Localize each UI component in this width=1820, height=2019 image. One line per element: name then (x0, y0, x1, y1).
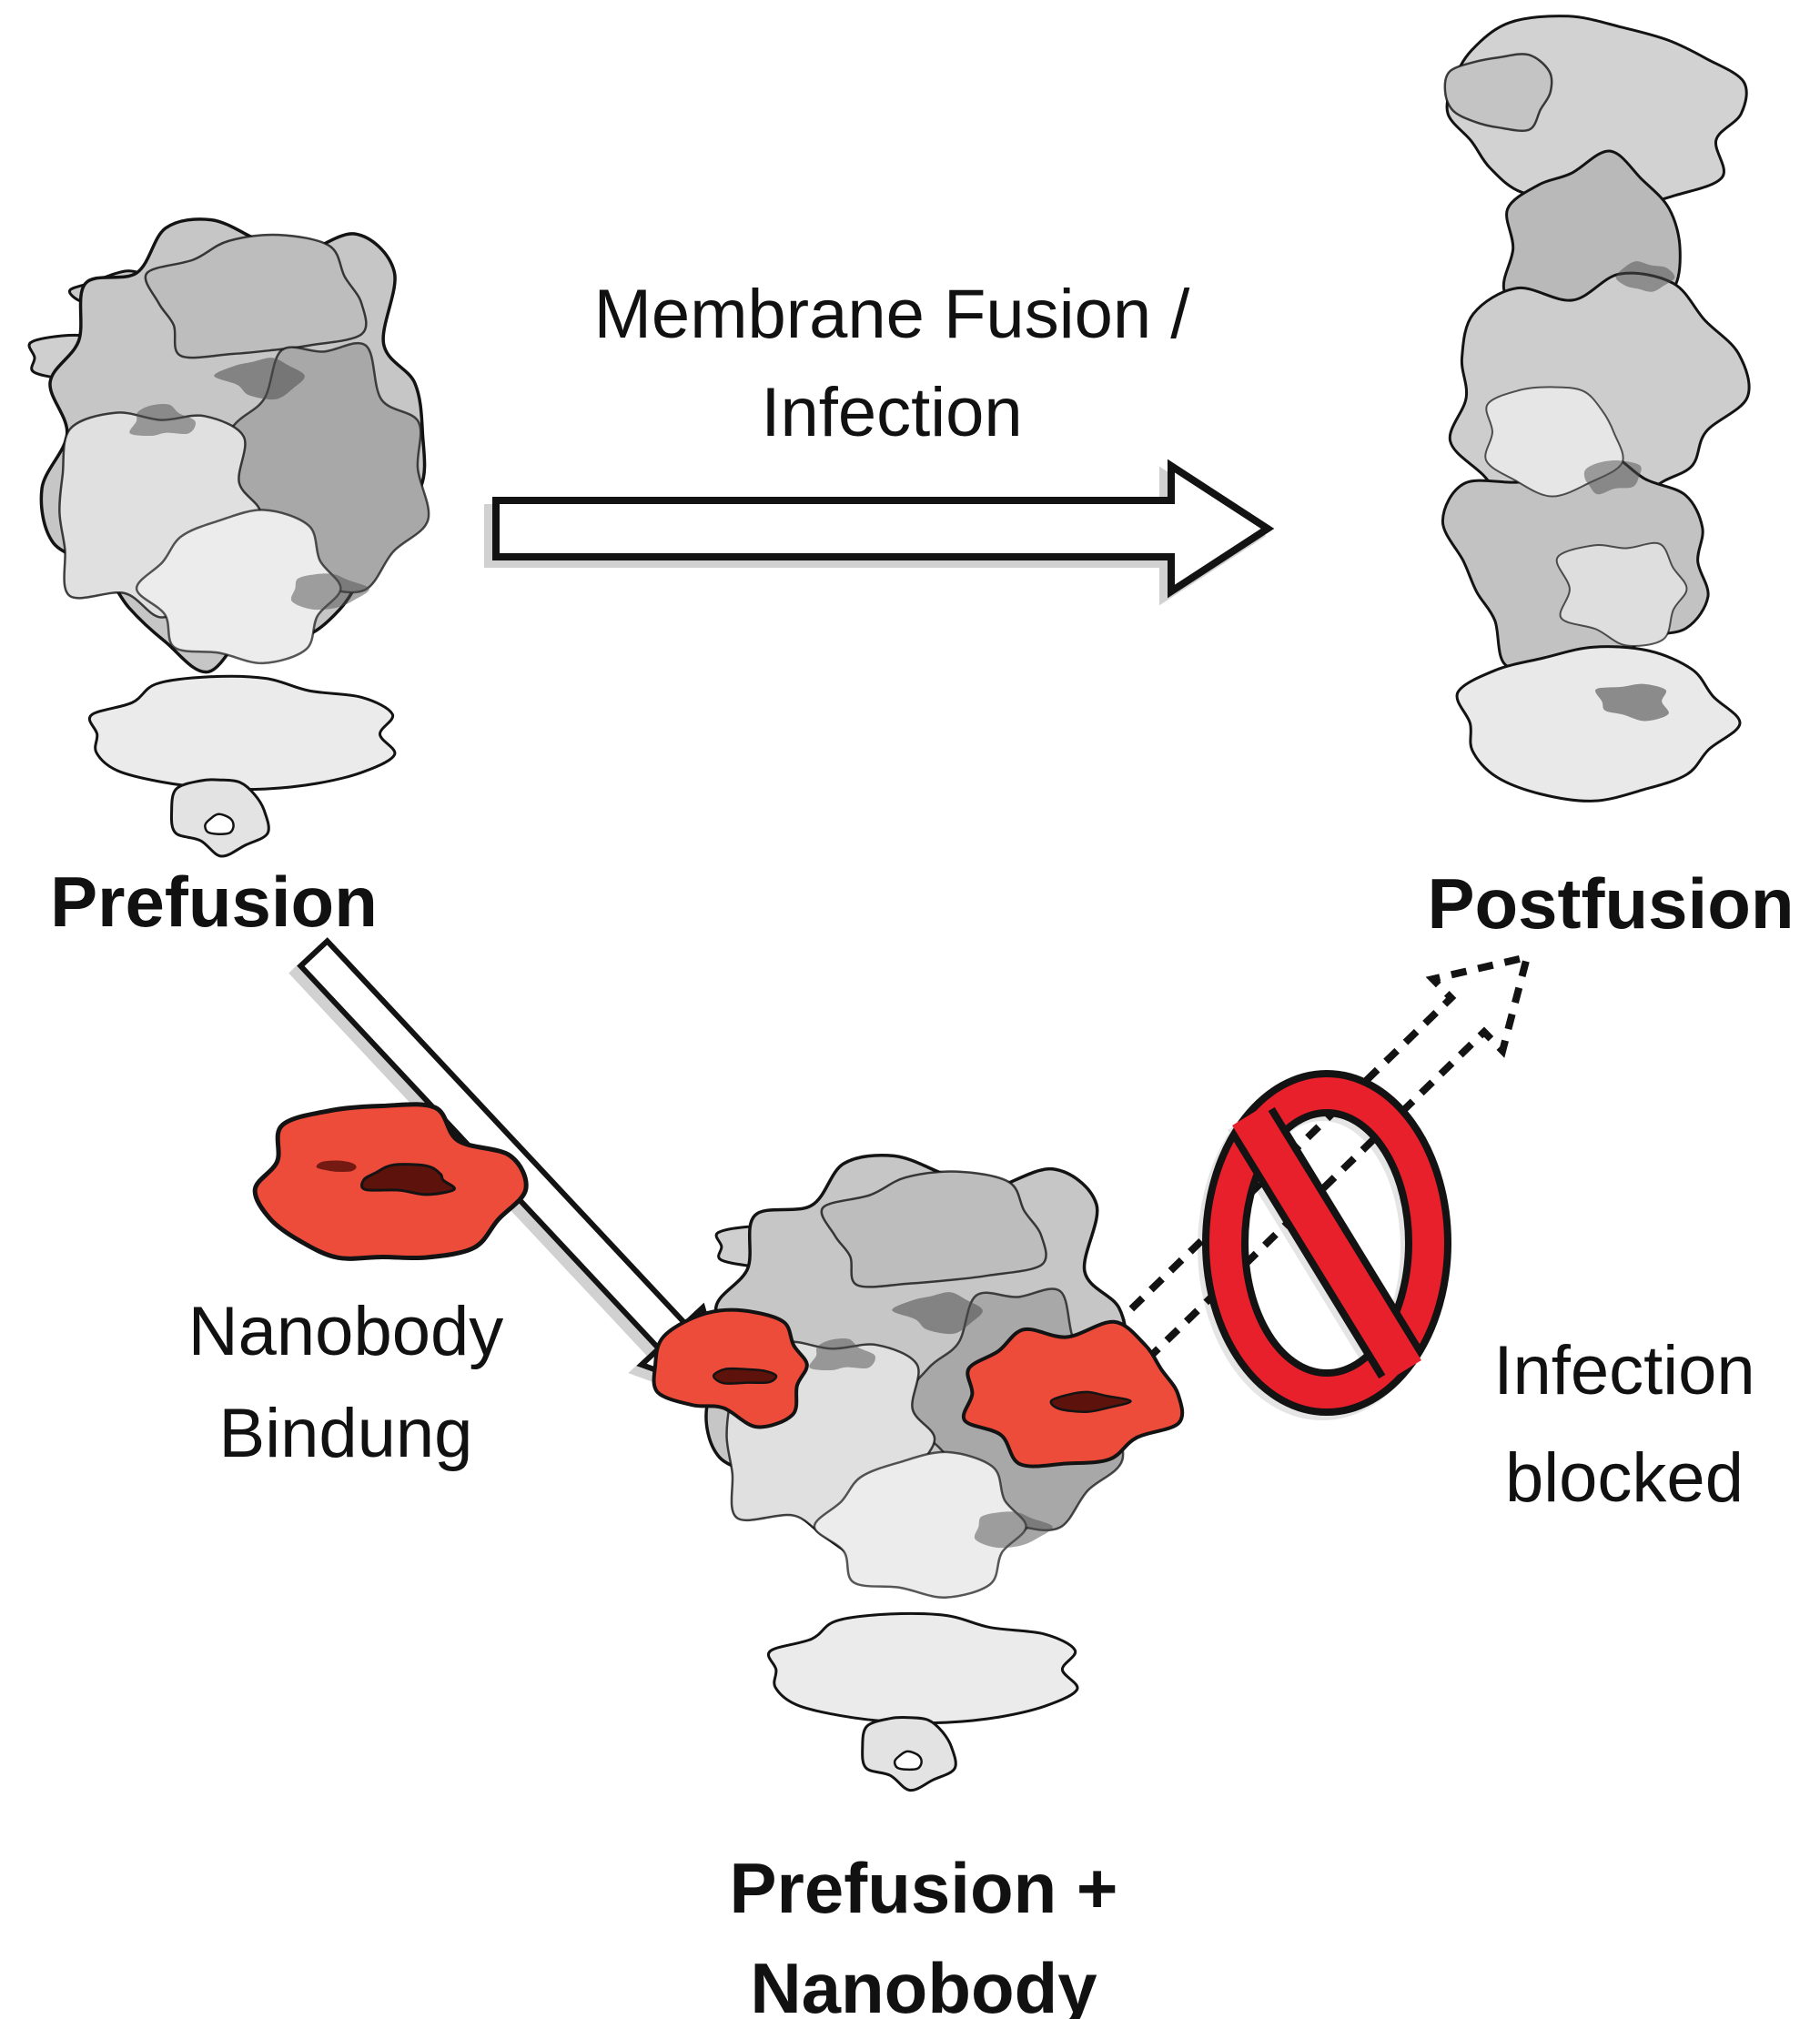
density-stem-hole (204, 813, 235, 835)
blocked-label-line2: blocked (1505, 1439, 1744, 1517)
postfusion-structure (1441, 15, 1751, 803)
complex-label: Prefusion + Nanobody (651, 1838, 1197, 2019)
dashed-arrow-icon (1107, 952, 1532, 1368)
density-lobe (813, 1450, 1027, 1599)
prohibition-slash (1232, 1105, 1421, 1380)
nanobody-slit (712, 1367, 778, 1385)
density-crevice (809, 1338, 875, 1371)
density-lobe (820, 1170, 1047, 1288)
nanobody-slit (360, 1163, 456, 1196)
density-base (87, 674, 397, 792)
blocked-arrow (1107, 952, 1532, 1368)
fusion-arrow (492, 459, 1275, 599)
prefusion-label: Prefusion (50, 862, 378, 942)
prefusion-structure (27, 217, 430, 858)
density-crevice (129, 404, 196, 437)
density-crevice (892, 1292, 983, 1335)
density-lobe (1555, 541, 1688, 647)
binding-label-line1: Nanobody (187, 1293, 504, 1370)
complex-label-line1: Prefusion + (729, 1848, 1118, 1928)
density-base (1455, 645, 1742, 803)
binding-label: Nanobody Bindung (109, 1281, 582, 1485)
nanobody-structure (252, 1102, 529, 1261)
complex-label-line2: Nanobody (750, 1948, 1097, 2019)
density-lobe (1443, 53, 1553, 132)
right-arrow-icon (492, 459, 1275, 599)
binding-label-line2: Bindung (218, 1395, 473, 1472)
postfusion-label: Postfusion (1427, 863, 1795, 944)
prefusion-nanobody-complex-structure (652, 1153, 1185, 1792)
density-stem-hole (893, 1750, 923, 1772)
density-crevice (1615, 261, 1675, 292)
density-crevice (974, 1511, 1053, 1549)
nanobody-slit (316, 1160, 357, 1172)
density-lobe (135, 509, 342, 665)
fusion-label-line1: Membrane Fusion / (593, 276, 1190, 353)
nanobody-slit (1049, 1390, 1132, 1413)
density-crevice (1583, 459, 1642, 495)
blocked-label: Infection blocked (1392, 1317, 1820, 1532)
density-crevice (1595, 683, 1669, 722)
blocked-label-line1: Infection (1493, 1332, 1755, 1409)
fusion-label: Membrane Fusion / Infection (491, 266, 1292, 462)
fusion-label-line2: Infection (761, 374, 1023, 451)
density-crevice (290, 573, 369, 611)
density-crevice (214, 358, 305, 400)
prohibition-icon (1201, 1070, 1452, 1416)
density-base (766, 1611, 1079, 1725)
